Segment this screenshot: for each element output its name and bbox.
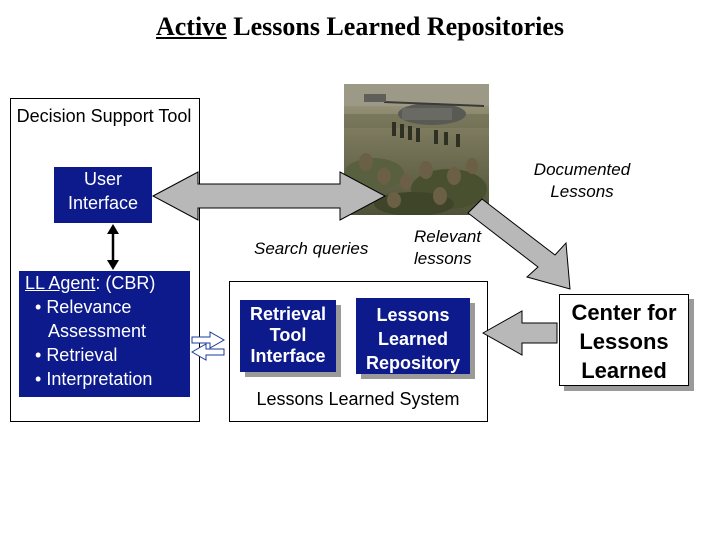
agent-retrieval-exchange-arrows — [190, 331, 226, 361]
lessons-learned-system-label: Lessons Learned System — [256, 389, 460, 409]
ui-agent-connector — [107, 224, 119, 270]
ll-agent-method: : (CBR) — [95, 273, 156, 293]
user-interface-box: User Interface — [54, 167, 152, 223]
center-for-lessons-learned-box: Center for Lessons Learned — [559, 294, 689, 386]
relevant-lessons-label: Relevant lessons — [414, 227, 482, 268]
ll-agent-item: • Interpretation — [35, 369, 153, 389]
documented-to-center-arrow — [467, 198, 571, 290]
ll-agent-heading: LL Agent: (CBR) — [19, 271, 190, 295]
ll-agent-item: • Relevance — [35, 297, 132, 317]
retrieval-tool-interface-box: Retrieval Tool Interface — [240, 300, 336, 372]
center-to-repository-arrow — [481, 310, 558, 356]
search-queries-label: Search queries — [254, 239, 369, 258]
ll-agent-box: LL Agent: (CBR) • Relevance Assessment •… — [19, 271, 190, 397]
lessons-learned-repository-box: Lessons Learned Repository — [356, 298, 470, 374]
documented-lessons-label: Documented Lessons — [533, 160, 631, 201]
ui-documented-double-arrow — [151, 171, 387, 221]
title-rest: Lessons Learned Repositories — [226, 12, 565, 41]
ll-agent-name: LL Agent — [25, 273, 96, 293]
page-title: Active Lessons Learned Repositories — [0, 12, 720, 42]
decision-support-tool-title: Decision Support Tool — [16, 106, 192, 126]
ll-agent-item-continued: Assessment — [48, 321, 147, 341]
title-underlined-word: Active — [155, 12, 227, 41]
ll-agent-item: • Retrieval — [35, 345, 118, 365]
